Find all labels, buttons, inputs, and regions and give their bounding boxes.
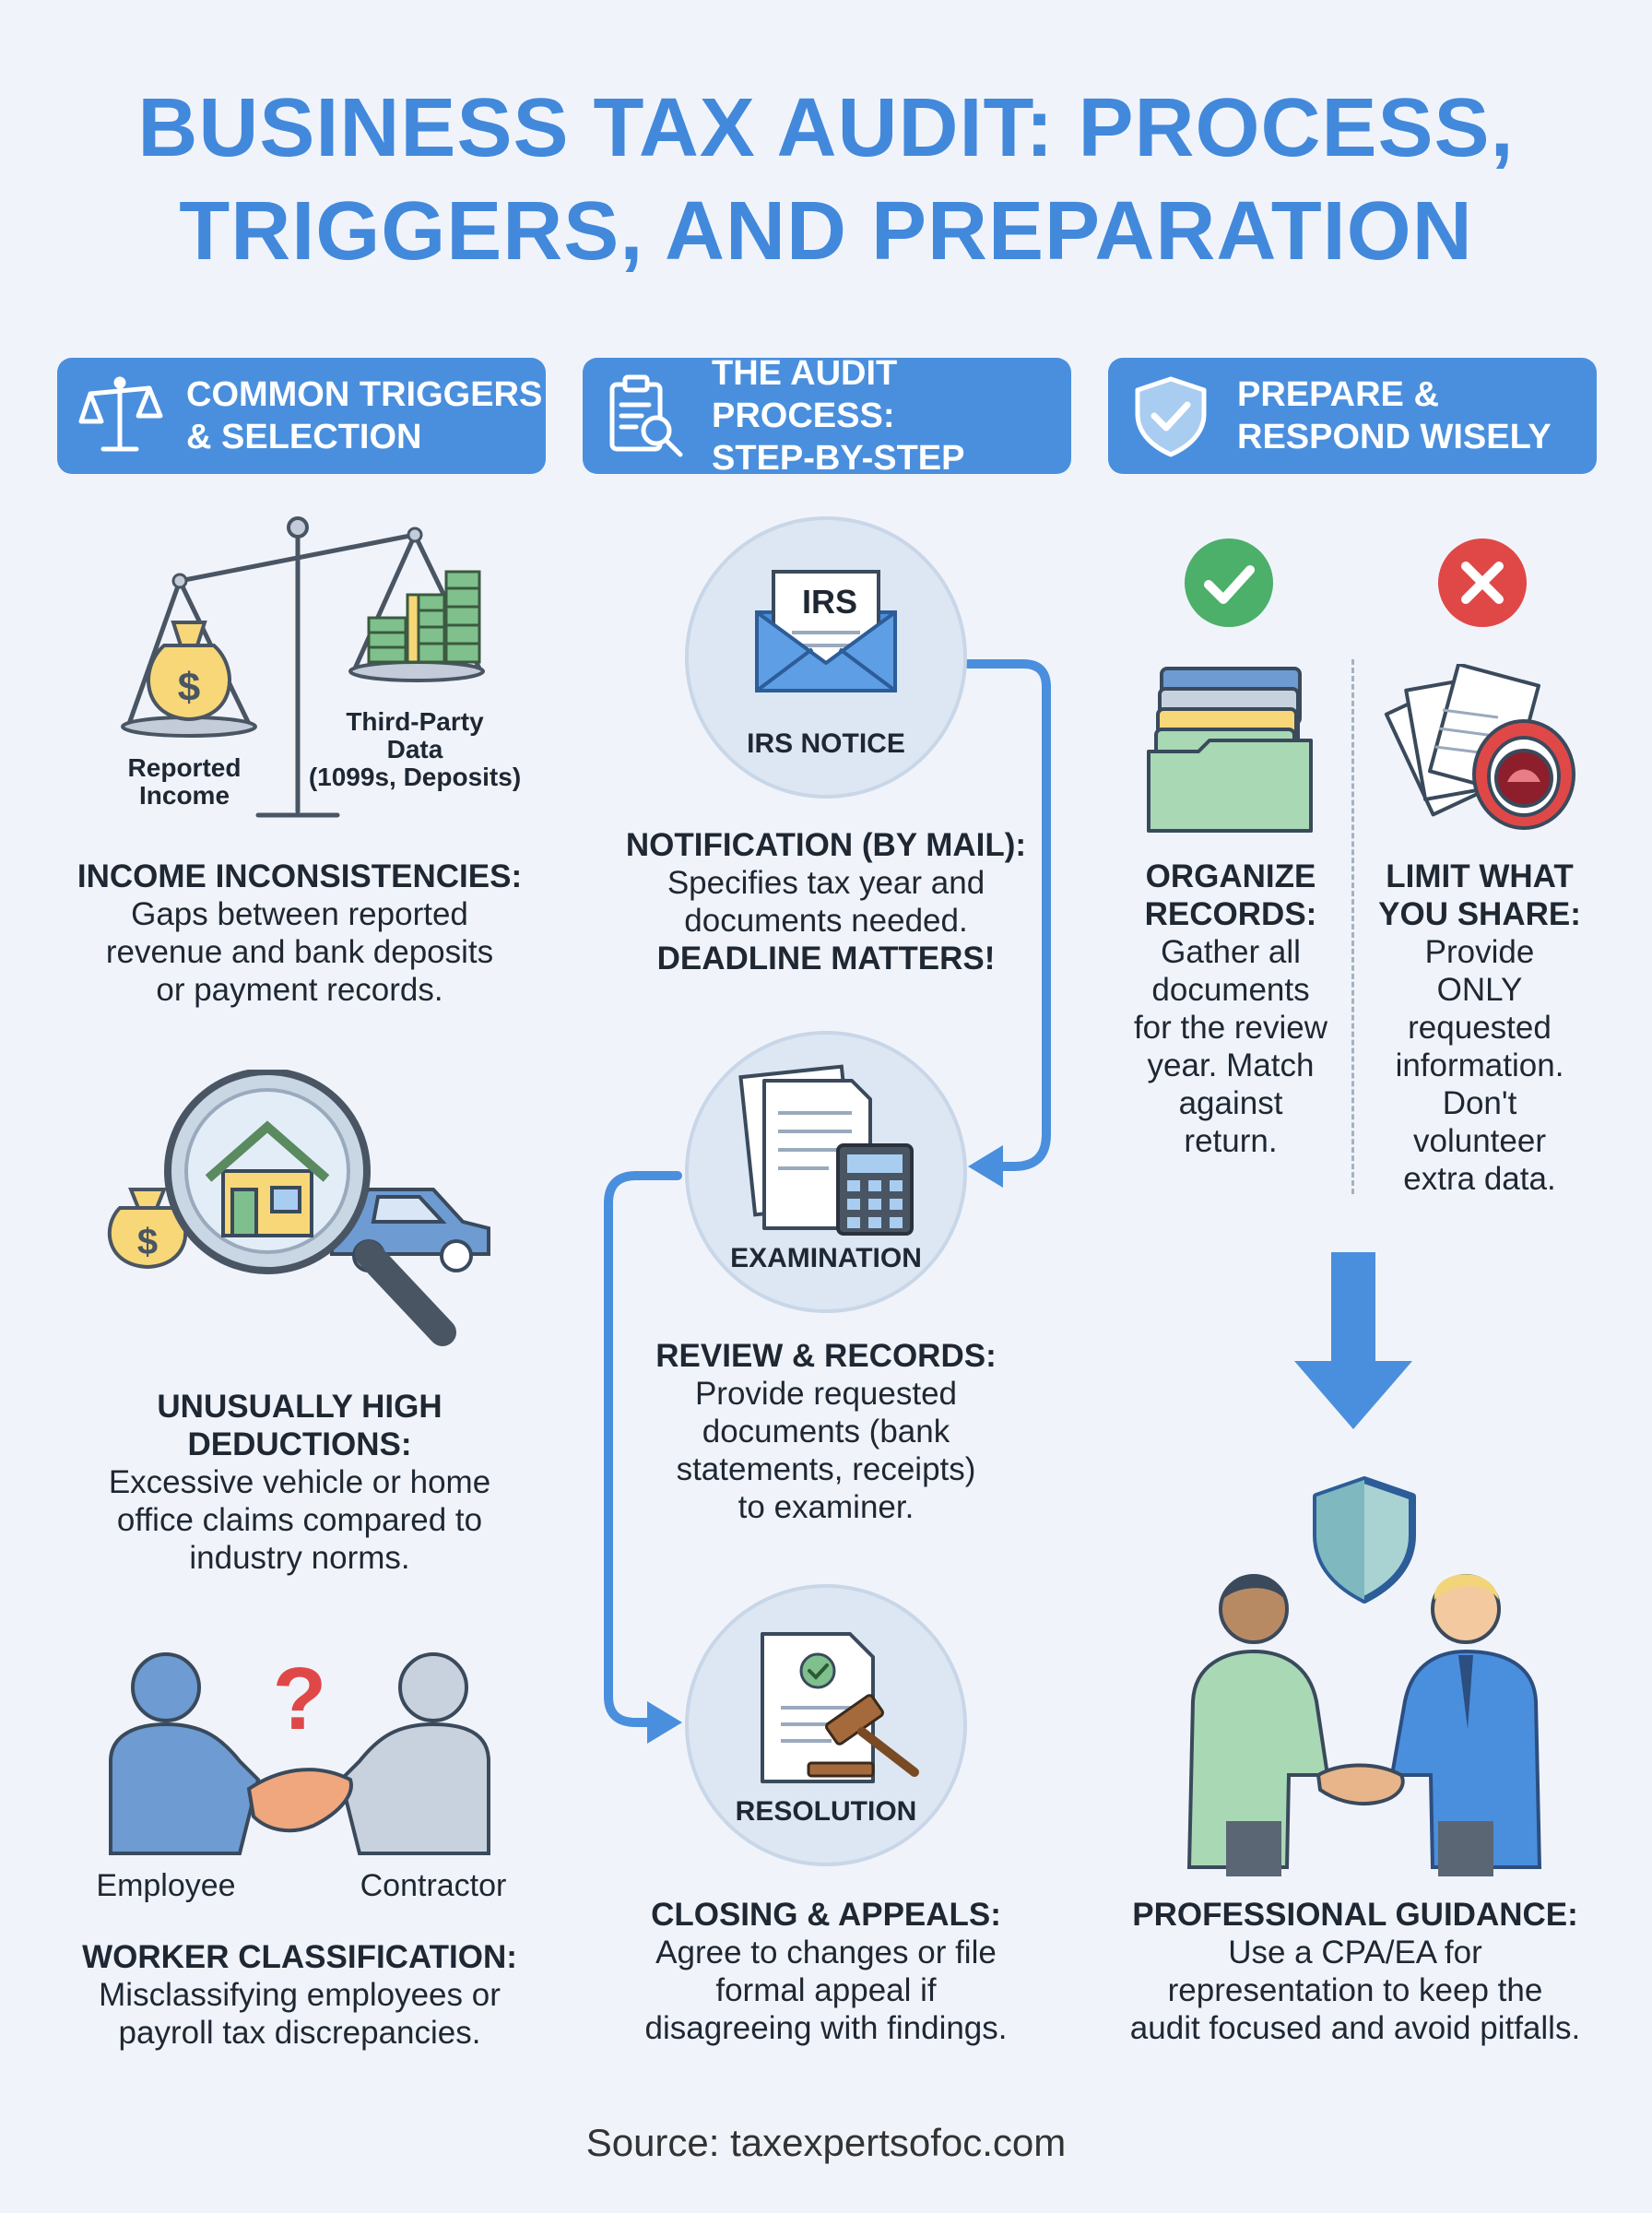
professional-guidance-heading: PROFESSIONAL GUIDANCE: (1132, 1897, 1578, 1933)
process-flow-arrows (604, 659, 1051, 1744)
section-header-triggers: COMMON TRIGGERS & SELECTION (57, 358, 546, 474)
examination-label: EXAMINATION (730, 1243, 922, 1273)
section-header-prepare: PREPARE & RESPOND WISELY (1108, 358, 1597, 474)
third-party-data-label: Third-Party Data (1099s, Deposits) (308, 707, 522, 791)
section-header-triggers-line-2: & SELECTION (186, 418, 422, 456)
section-header-process-line-1: THE AUDIT PROCESS: (712, 354, 898, 435)
shield-check-icon (1135, 376, 1207, 457)
prepare-divider (1351, 659, 1354, 1194)
check-circle-icon (1185, 538, 1273, 627)
notification-block: NOTIFICATION (BY MAIL): Specifies tax ye… (572, 826, 1080, 977)
page-title-line-1: BUSINESS TAX AUDIT: PROCESS, (137, 82, 1515, 174)
scale-icon (78, 376, 163, 452)
limit-sharing-block: LIMIT WHAT YOU SHARE: Provide ONLY reque… (1378, 858, 1581, 1197)
money-bag-icon: $ (147, 621, 231, 722)
svg-text:$: $ (137, 1222, 158, 1262)
organized-folders-icon (1147, 667, 1313, 833)
resolution-label: RESOLUTION (735, 1796, 917, 1827)
page-title-line-2: TRIGGERS, AND PREPARATION (179, 185, 1473, 278)
worker-classification-heading: WORKER CLASSIFICATION: (82, 1939, 517, 1975)
worker-handshake-illustration: ? (109, 1650, 490, 1855)
income-inconsistencies-heading: INCOME INCONSISTENCIES: (77, 858, 523, 894)
section-header-process-line-2: STEP-BY-STEP (712, 439, 965, 478)
source-credit: Source: taxexpertsofoc.com (585, 2121, 1067, 2164)
organize-records-block: ORGANIZE RECORDS: Gather all documents f… (1133, 858, 1328, 1159)
cross-circle-icon (1438, 538, 1527, 627)
irs-notice-label: IRS NOTICE (747, 728, 905, 759)
reported-income-label: Reported Income (127, 753, 242, 810)
section-header-prepare-line-2: RESPOND WISELY (1237, 418, 1552, 456)
document-gavel-icon (761, 1632, 919, 1783)
professional-handshake-illustration (1186, 1476, 1542, 1876)
arrow-to-resolution-icon (647, 1701, 682, 1744)
unusual-deductions-block: UNUSUALLY HIGH DEDUCTIONS: Excessive veh… (108, 1389, 491, 1576)
question-mark-icon: ? (273, 1650, 327, 1748)
closing-appeals-block: CLOSING & APPEALS: Agree to changes or f… (572, 1896, 1080, 2047)
notification-heading: NOTIFICATION (BY MAIL): (625, 827, 1027, 863)
svg-text:?: ? (273, 1650, 327, 1748)
gavel-icon (807, 1694, 919, 1778)
professional-guidance-block: PROFESSIONAL GUIDANCE: Use a CPA/EA for … (1097, 1896, 1613, 2047)
irs-envelope-icon (755, 570, 897, 692)
income-inconsistencies-block: INCOME INCONSISTENCIES: Gaps between rep… (46, 858, 553, 1009)
documents-calculator-icon (738, 1064, 914, 1236)
down-arrow-icon (1294, 1252, 1412, 1429)
closing-appeals-heading: CLOSING & APPEALS: (651, 1897, 1001, 1933)
deadline-emphasis: DEADLINE MATTERS! (656, 941, 996, 976)
section-header-prepare-line-1: PREPARE & (1237, 375, 1439, 414)
svg-text:$: $ (178, 665, 200, 710)
open-mouth-icon (1472, 719, 1575, 830)
magnifier-house-illustration: $ (107, 1070, 490, 1346)
review-records-heading: REVIEW & RECORDS: (655, 1338, 997, 1374)
review-records-block: REVIEW & RECORDS: Provide requested docu… (572, 1337, 1080, 1526)
arrow-to-examination-icon (968, 1145, 1003, 1188)
irs-envelope-text: IRS (801, 583, 857, 621)
section-header-process: THE AUDIT PROCESS: STEP-BY-STEP (583, 354, 1071, 478)
house-icon (205, 1120, 330, 1237)
balance-scale-illustration: $ (121, 516, 485, 818)
papers-mouth-icon (1384, 664, 1575, 830)
irs-notice-circle: IRS IRS NOTICE (685, 516, 967, 799)
section-header-triggers-line-1: COMMON TRIGGERS (186, 375, 543, 414)
worker-classification-block: WORKER CLASSIFICATION: Misclassifying em… (46, 1938, 553, 2052)
resolution-circle: RESOLUTION (685, 1584, 967, 1866)
money-stacks-icon (367, 570, 481, 664)
employee-label: Employee (96, 1868, 236, 1903)
contractor-label: Contractor (360, 1868, 507, 1903)
clipboard-search-icon (609, 374, 683, 457)
examination-circle: EXAMINATION (685, 1031, 967, 1313)
